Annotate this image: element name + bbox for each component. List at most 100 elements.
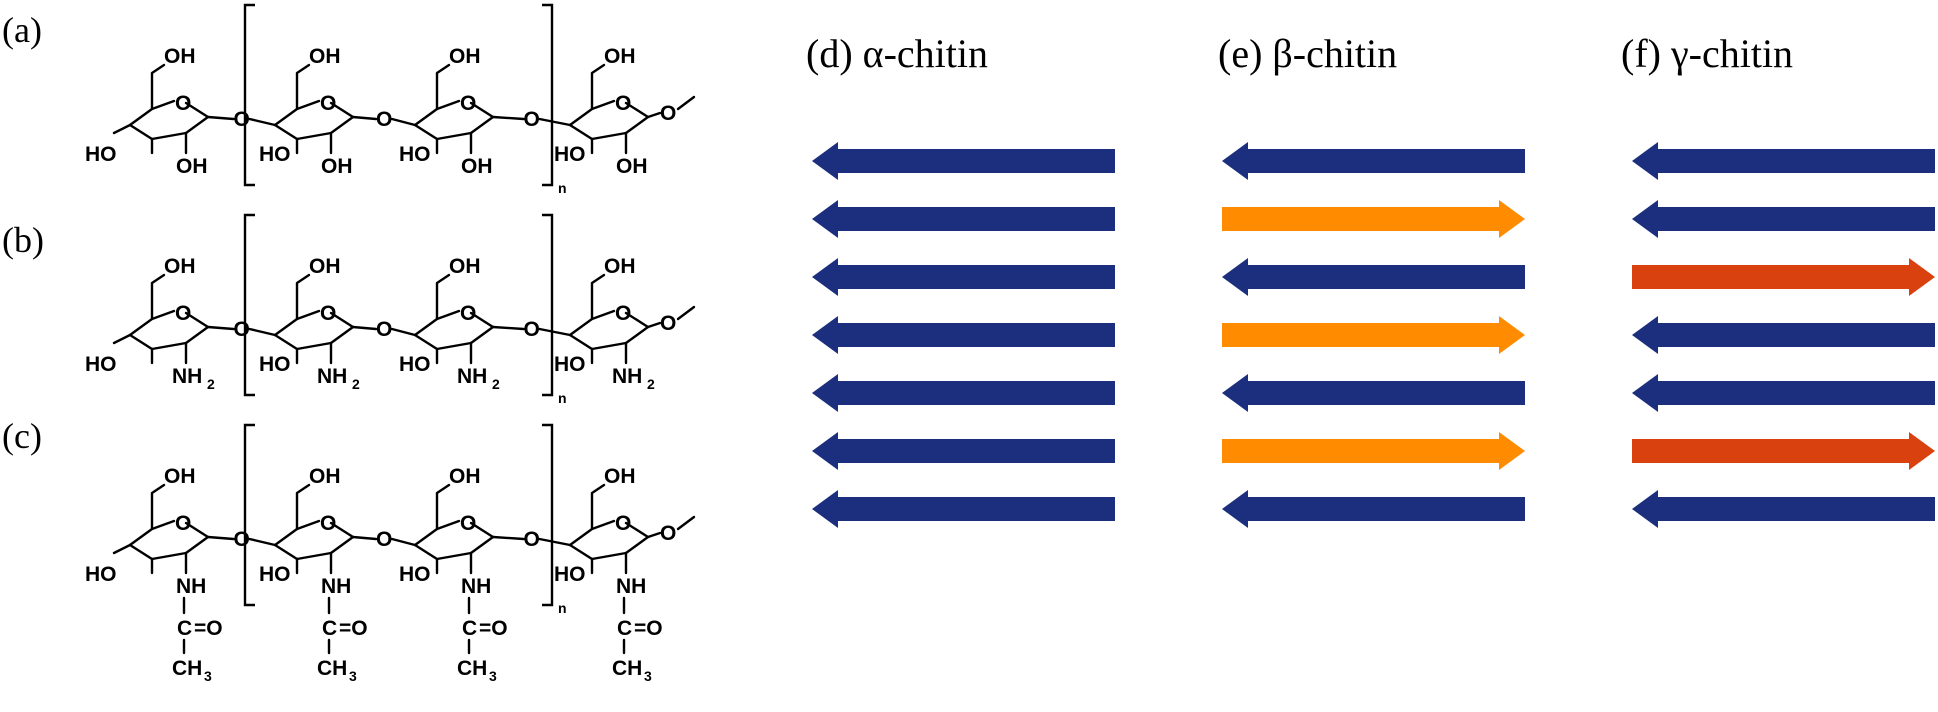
methyl-label: CH	[172, 657, 202, 680]
oh-label: OH	[164, 465, 196, 488]
ho-label: HO	[85, 143, 117, 166]
chain-arrow-left	[812, 200, 1115, 238]
ch2oh-bond	[295, 273, 311, 321]
glycosidic-oxygen-label: O	[524, 318, 540, 341]
ho-label: HO	[554, 563, 586, 586]
glycosidic-bond	[390, 117, 417, 127]
chain-arrow-left	[1632, 490, 1935, 528]
ring-bond	[184, 101, 210, 119]
c2-oh-label: OH	[321, 155, 353, 178]
subscript-2: 2	[352, 376, 360, 392]
ring-bond	[273, 115, 355, 141]
repeat-bracket-left	[243, 3, 255, 187]
glycosidic-oxygen-label: O	[524, 108, 540, 131]
repeat-bracket-right	[542, 213, 554, 397]
terminal-oxygen-label: O	[660, 522, 676, 545]
ring-oxygen-label: O	[460, 302, 476, 325]
amine-label: NH	[457, 365, 487, 388]
carbonyl-carbon-label: C	[462, 617, 477, 640]
chain-arrow-left	[1632, 200, 1935, 238]
subscript-3: 3	[204, 668, 212, 684]
ring-bond	[469, 521, 495, 539]
repeat-count-n: n	[558, 180, 567, 196]
c2-oh-label: OH	[461, 155, 493, 178]
chain-group-1	[812, 142, 1115, 528]
repeat-bracket-left	[243, 213, 255, 397]
alpha-chitin-title: (d) α-chitin	[806, 31, 988, 76]
ho-label: HO	[85, 563, 117, 586]
oh-label: OH	[604, 45, 636, 68]
glycosidic-bond	[390, 537, 417, 547]
ring-bond	[624, 521, 650, 539]
ch2oh-bond	[295, 63, 311, 111]
chain-end-bond	[112, 123, 132, 135]
ring-oxygen-label: O	[175, 302, 191, 325]
chain-arrow-left	[812, 432, 1115, 470]
chain-arrow-left	[812, 374, 1115, 412]
chain-arrow-left	[1632, 374, 1935, 412]
ring-bond	[128, 115, 210, 141]
oh-label: OH	[604, 465, 636, 488]
oh-label: OH	[449, 465, 481, 488]
chain-end-bond	[646, 111, 662, 119]
glycosidic-bond	[538, 117, 572, 127]
glycosidic-bond	[351, 325, 378, 331]
ring-bond	[624, 311, 650, 329]
glycosidic-bond	[206, 325, 235, 331]
ring-oxygen-label: O	[175, 512, 191, 535]
ho-label: HO	[259, 143, 291, 166]
oh-label: OH	[449, 255, 481, 278]
terminal-oxygen-label: O	[660, 312, 676, 335]
panel-label-a: (a)	[2, 10, 42, 50]
chain-arrow-right	[1632, 432, 1935, 470]
chain-arrow-left	[1222, 258, 1525, 296]
carbonyl-carbon-label: C	[322, 617, 337, 640]
glycosidic-bond	[491, 325, 525, 331]
methoxy-bond	[676, 95, 696, 111]
repeat-bracket-right	[542, 3, 554, 187]
ho-label: HO	[554, 353, 586, 376]
repeat-count-n: n	[558, 600, 567, 616]
nh-label: NH	[461, 575, 491, 598]
ch2oh-bond	[590, 63, 606, 111]
chain-arrow-left	[812, 490, 1115, 528]
nh-label: NH	[321, 575, 351, 598]
glycosidic-bond	[390, 327, 417, 337]
chain-arrow-right	[1222, 432, 1525, 470]
ring-bond	[329, 521, 355, 539]
glycosidic-oxygen-label: O	[234, 318, 250, 341]
glycosidic-oxygen-label: O	[524, 528, 540, 551]
ring-bond	[469, 101, 495, 119]
chain-arrow-right	[1222, 200, 1525, 238]
oh-label: OH	[164, 255, 196, 278]
chain-arrow-right	[1632, 258, 1935, 296]
chain-end-bond	[112, 333, 132, 345]
chain-arrow-right	[1222, 316, 1525, 354]
ho-label: HO	[259, 353, 291, 376]
carbonyl-oxygen-label: =O	[339, 617, 368, 640]
glycosidic-bond	[538, 327, 572, 337]
ring-bond	[413, 535, 495, 561]
ring-bond	[329, 311, 355, 329]
ring-bond	[128, 535, 210, 561]
methyl-label: CH	[317, 657, 347, 680]
ring-oxygen-label: O	[460, 512, 476, 535]
ho-label: HO	[399, 563, 431, 586]
ring-oxygen-label: O	[615, 92, 631, 115]
ho-label: HO	[399, 353, 431, 376]
panel-label-b: (b)	[2, 220, 44, 260]
ring-bond	[413, 115, 495, 141]
chain-arrow-left	[812, 258, 1115, 296]
chain-arrow-left	[1222, 142, 1525, 180]
ho-label: HO	[399, 143, 431, 166]
ring-bond	[568, 325, 650, 351]
glycosidic-bond	[248, 537, 277, 547]
amine-label: NH	[317, 365, 347, 388]
ring-bond	[184, 311, 210, 329]
chain-arrow-left	[1632, 316, 1935, 354]
panel-label-c: (c)	[2, 416, 42, 456]
carbonyl-oxygen-label: =O	[479, 617, 508, 640]
amine-label: NH	[612, 365, 642, 388]
c2-oh-label: OH	[616, 155, 648, 178]
